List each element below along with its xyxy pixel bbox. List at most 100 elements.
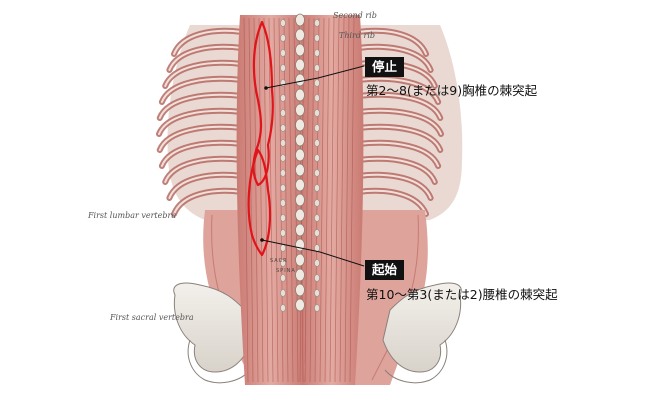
rib-highlight [173,189,243,215]
spinous-process [295,103,305,117]
muscle-fiber [324,17,330,383]
transverse-knob [280,154,286,162]
muscle-fiber [329,17,335,383]
transverse-knob [314,184,320,192]
transverse-knob [280,304,286,312]
spinous-process [295,118,305,132]
third-rib-label: Third rib [339,31,376,40]
muscle-fiber [304,17,310,383]
transverse-knob [280,169,286,177]
spinous-process [295,43,305,57]
rib-highlight [357,29,427,55]
spinous-process [295,253,305,267]
muscle-fiber [243,17,249,383]
rib-highlight [357,125,442,151]
transverse-knob [280,64,286,72]
transverse-knob [314,94,320,102]
first-lumbar-label: First lumbar vertebra [88,211,177,220]
spinous-process [295,73,305,87]
spinous-process [295,88,305,102]
muscle-fiber [248,17,254,383]
transverse-knob [314,64,320,72]
muscle-fiber [339,17,345,383]
spinous-process [295,148,305,162]
pelvis [173,282,462,384]
rib-highlight [168,173,243,199]
rib-highlight [168,45,243,71]
insertion-description: 第2～8(または9)胸椎の棘突起 [366,83,538,98]
transverse-knob [314,109,320,117]
rib-highlight [160,77,243,103]
muscle-fiber [258,17,264,383]
muscle-fiber [273,17,279,383]
rib-highlight [357,173,432,199]
transverse-knob [280,49,286,57]
muscle-fiber [288,17,294,383]
leader-lines [261,65,365,267]
transverse-knob [314,49,320,57]
spinous-process [295,193,305,207]
insertion-leader-dot [264,86,268,90]
transverse-knob [314,79,320,87]
transverse-knob [314,139,320,147]
rib-highlight [160,141,243,167]
transverse-knob [314,154,320,162]
transverse-knob [314,289,320,297]
spinous-process [295,133,305,147]
rib-highlight [164,157,243,183]
transverse-knob [314,244,320,252]
spinous-process [295,163,305,177]
rib-highlight [357,141,440,167]
transverse-knob [280,244,286,252]
spinous-process [295,283,305,297]
muscle-fiber [283,17,289,383]
transverse-knob [314,229,320,237]
muscle-fiber [319,17,325,383]
origin-description: 第10～第3(または2)腰椎の棘突起 [366,287,558,302]
spinous-process [295,268,305,282]
muscle-fiber [268,17,274,383]
transverse-knob [280,94,286,102]
transverse-knob [314,169,320,177]
rib-highlight [164,61,243,87]
spinous-process [295,58,305,72]
spinous-process [295,238,305,252]
spinous-process [295,298,305,312]
transverse-knob [280,199,286,207]
rib-highlight [357,77,440,103]
transverse-knob [280,109,286,117]
transverse-knob [280,19,286,27]
rib-highlight [357,157,436,183]
origin-tag: 起始 [365,260,405,280]
transverse-knob [280,34,286,42]
transverse-knob [314,199,320,207]
transverse-knob [280,214,286,222]
transverse-knob [280,184,286,192]
spinous-process [295,208,305,222]
first-sacral-label: First sacral vertebra [110,313,194,322]
spinalis-highlight [247,20,274,257]
transverse-knob [314,214,320,222]
muscle-fiber [278,17,284,383]
second-rib-label: Second rib [333,11,377,20]
sacral-text: SACR [270,258,288,264]
transverse-knob [280,124,286,132]
transverse-knob [314,34,320,42]
spinous-process [295,223,305,237]
origin-leader-dot [260,238,264,242]
transverse-knob [280,259,286,267]
transverse-knob [280,229,286,237]
transverse-knob [314,304,320,312]
muscle-fiber [349,17,355,383]
muscle-fiber [344,17,350,383]
rib-highlight [158,125,243,151]
transverse-knob [280,289,286,297]
spinous-process [295,13,305,27]
transverse-knob [314,124,320,132]
transverse-knob [314,274,320,282]
rib-highlight [173,29,243,55]
muscle-fiber [334,17,340,383]
transverse-knob [280,274,286,282]
